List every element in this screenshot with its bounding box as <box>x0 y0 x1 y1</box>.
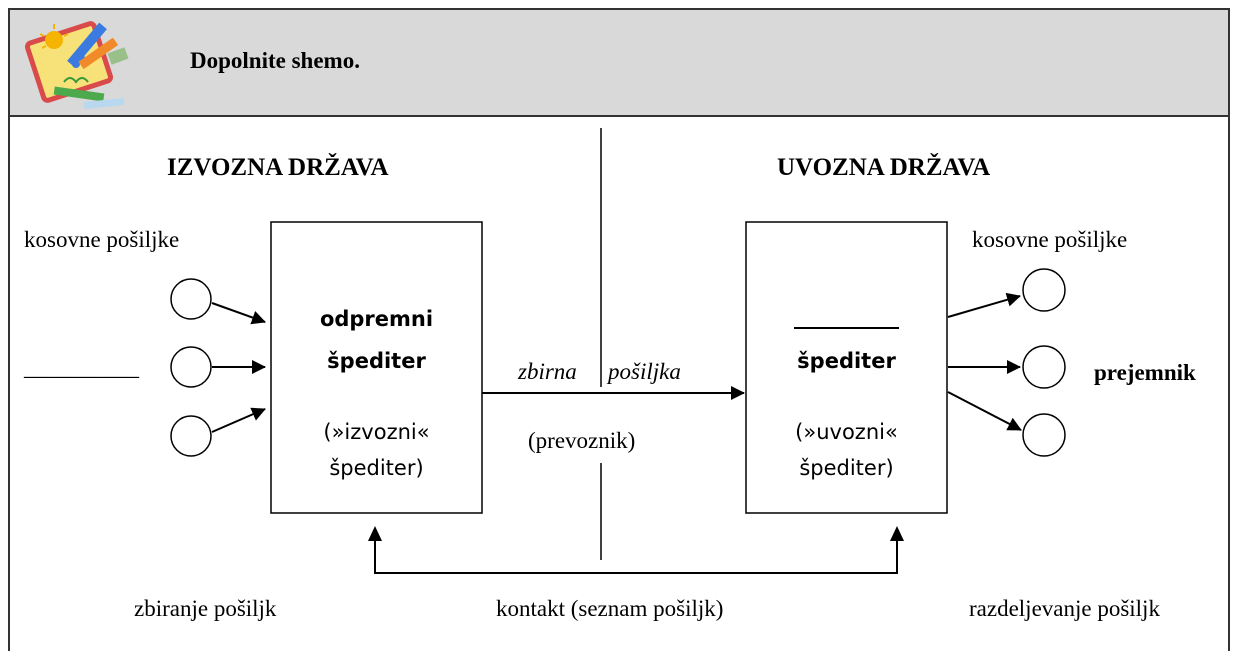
export-box-line1: odpremni <box>319 307 434 331</box>
import-box-blank: __________ <box>794 305 899 329</box>
export-box-line3: (»izvozni« <box>323 420 430 444</box>
drawing-pencils-icon <box>24 21 129 110</box>
left-blank-answer: __________ <box>24 355 139 380</box>
arrow-collect-1 <box>211 302 266 325</box>
consolidated-shipment-word2: pošiljka <box>608 359 681 384</box>
contact-bracket <box>374 530 898 574</box>
consolidated-shipment-word1: zbirna <box>518 359 577 384</box>
contact-label: kontakt (seznam pošiljk) <box>496 596 724 621</box>
right-shipment-circle-3 <box>1022 413 1066 457</box>
export-forwarder-box <box>270 221 483 514</box>
contact-arrow-left <box>368 526 382 541</box>
import-box-line2: špediter <box>797 349 896 373</box>
arrow-distribute-3 <box>947 391 1022 431</box>
contact-arrow-right <box>890 526 904 541</box>
left-shipments-label: kosovne pošiljke <box>24 227 180 252</box>
import-box-line3: (»uvozni« <box>795 420 898 444</box>
carrier-label: (prevoznik) <box>528 428 636 453</box>
export-box-line4: špediter) <box>329 456 424 480</box>
export-country-heading: IZVOZNA DRŽAVA <box>167 154 389 181</box>
right-shipment-circle-1 <box>1022 268 1066 312</box>
export-box-line2: špediter <box>327 349 426 373</box>
task-title: Dopolnite shemo. <box>190 48 360 73</box>
collecting-label: zbiranje pošiljk <box>134 596 277 621</box>
distributing-label: razdeljevanje pošiljk <box>969 596 1160 621</box>
task-header <box>8 8 1230 117</box>
left-shipment-circle-3 <box>170 415 212 457</box>
left-shipment-circle-2 <box>170 346 212 388</box>
import-country-heading: UVOZNA DRŽAVA <box>777 154 991 181</box>
left-shipment-circle-1 <box>170 278 212 320</box>
arrow-distribute-1 <box>947 292 1021 318</box>
import-forwarder-box <box>745 221 948 514</box>
consignee-label: prejemnik <box>1094 360 1196 385</box>
arrow-collect-3 <box>211 407 266 433</box>
right-shipments-label: kosovne pošiljke <box>972 227 1128 252</box>
import-box-line4: špediter) <box>799 456 894 480</box>
right-shipment-circle-2 <box>1022 345 1066 389</box>
diagram-frame <box>8 117 1230 651</box>
